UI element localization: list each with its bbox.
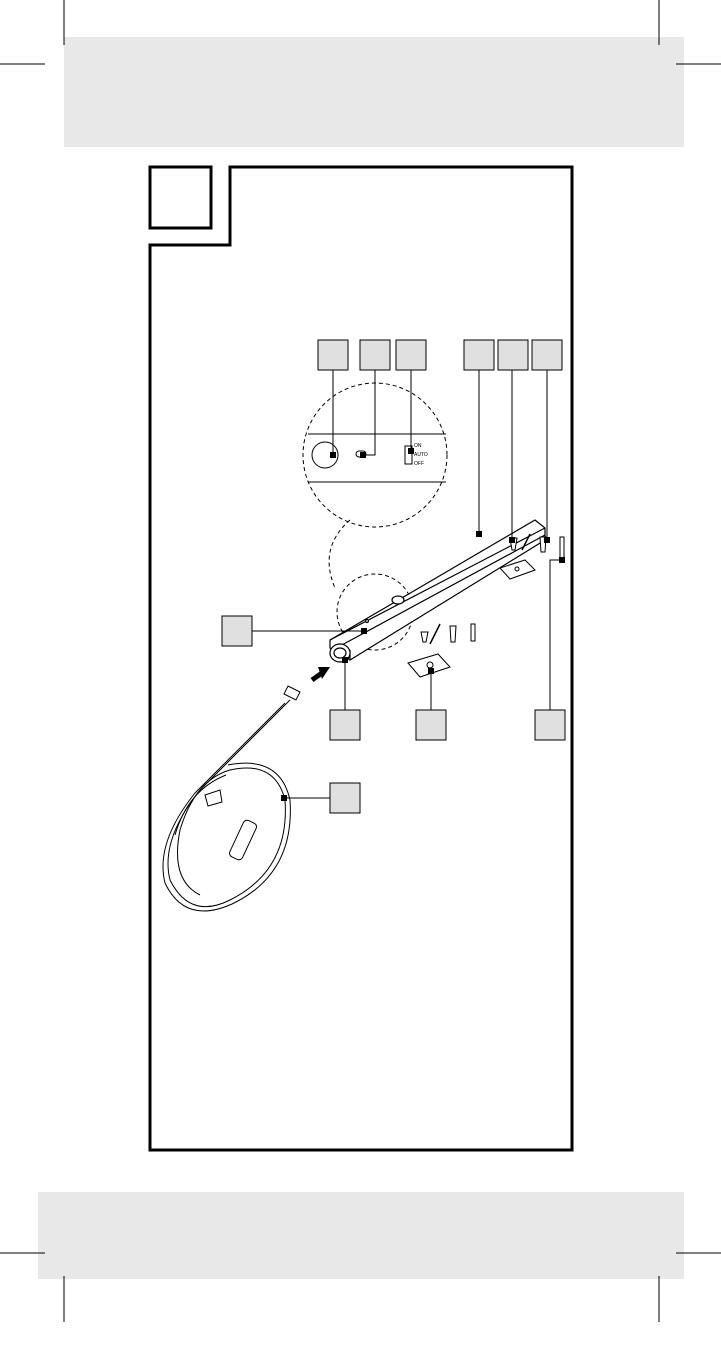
header-gray-band [64, 37, 684, 147]
leader-endpoints [281, 448, 565, 801]
figure-number-box [148, 165, 213, 230]
insert-arrow-icon [310, 667, 330, 683]
callout-box-10 [534, 709, 566, 741]
callout-box-3 [395, 339, 427, 371]
mounting-clip-upper [499, 559, 536, 580]
footer-gray-band [38, 1192, 684, 1279]
mounting-clip-lower [407, 653, 451, 678]
switch-label-auto: AUTO [414, 452, 428, 458]
inline-switch-icon [229, 819, 257, 861]
mode-switch-icon [404, 445, 413, 465]
switch-label-off: OFF [414, 461, 424, 467]
callout-box-5 [497, 339, 529, 371]
led-bar-light [329, 519, 546, 663]
switch-label-on: ON [414, 443, 422, 449]
screws-lower [420, 623, 476, 645]
power-cable [162, 685, 301, 912]
callout-box-11 [329, 782, 361, 814]
callout-box-9 [415, 709, 447, 741]
leader-lines [252, 370, 562, 799]
crop-marks [0, 0, 721, 1322]
callout-box-6 [531, 339, 563, 371]
callout-box-4 [463, 339, 495, 371]
callout-box-8 [329, 709, 361, 741]
callout-box-7 [221, 615, 253, 647]
callout-box-1 [317, 339, 349, 371]
callout-box-2 [359, 339, 391, 371]
plug-connector-icon [283, 685, 301, 701]
figure-frame [148, 165, 574, 1152]
motion-sensor-icon [311, 441, 339, 469]
